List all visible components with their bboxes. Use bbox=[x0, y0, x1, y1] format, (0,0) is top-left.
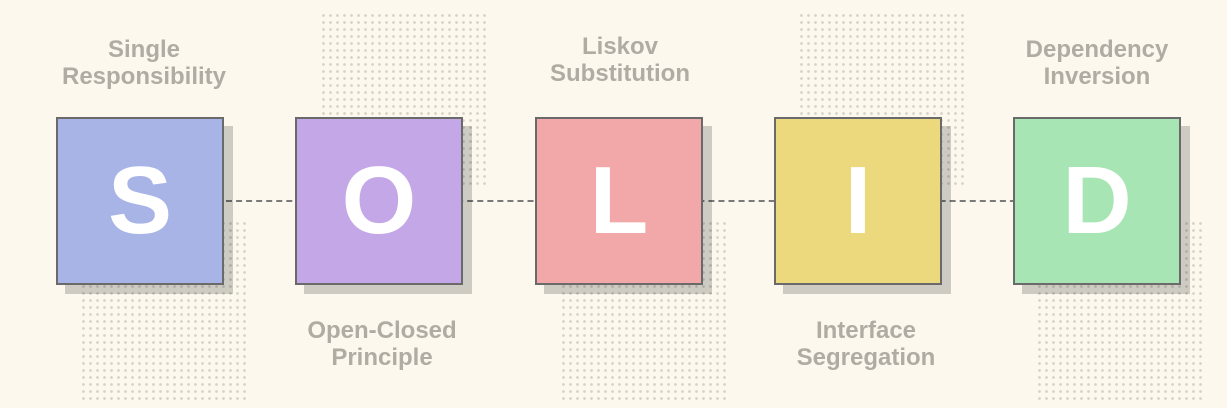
label-dependency-inversion: Dependency Inversion bbox=[977, 36, 1217, 90]
label-line: Open-Closed bbox=[307, 317, 457, 344]
label-line: Interface bbox=[815, 317, 917, 344]
letter-i: I bbox=[844, 147, 872, 254]
label-line: Single bbox=[107, 36, 180, 63]
box-s: S bbox=[56, 117, 224, 285]
box-d: D bbox=[1013, 117, 1181, 285]
label-line: Responsibility bbox=[61, 63, 227, 90]
box-l: L bbox=[535, 117, 703, 285]
label-open-closed: Open-Closed Principle bbox=[262, 317, 502, 371]
label-line: Substitution bbox=[550, 60, 690, 87]
box-o: O bbox=[295, 117, 463, 285]
letter-s: S bbox=[107, 147, 173, 254]
label-line: Dependency bbox=[1025, 36, 1169, 63]
letter-o: O bbox=[341, 147, 417, 254]
label-liskov: Liskov Substitution bbox=[500, 33, 740, 87]
label-line: Liskov bbox=[581, 33, 659, 60]
label-single-responsibility: Single Responsibility bbox=[24, 36, 264, 90]
box-i: I bbox=[774, 117, 942, 285]
label-line: Principle bbox=[331, 344, 433, 371]
label-line: Inversion bbox=[1043, 63, 1151, 90]
letter-l: L bbox=[589, 147, 649, 254]
label-interface-segregation: Interface Segregation bbox=[746, 317, 986, 371]
label-line: Segregation bbox=[796, 344, 936, 371]
letter-d: D bbox=[1062, 147, 1132, 254]
